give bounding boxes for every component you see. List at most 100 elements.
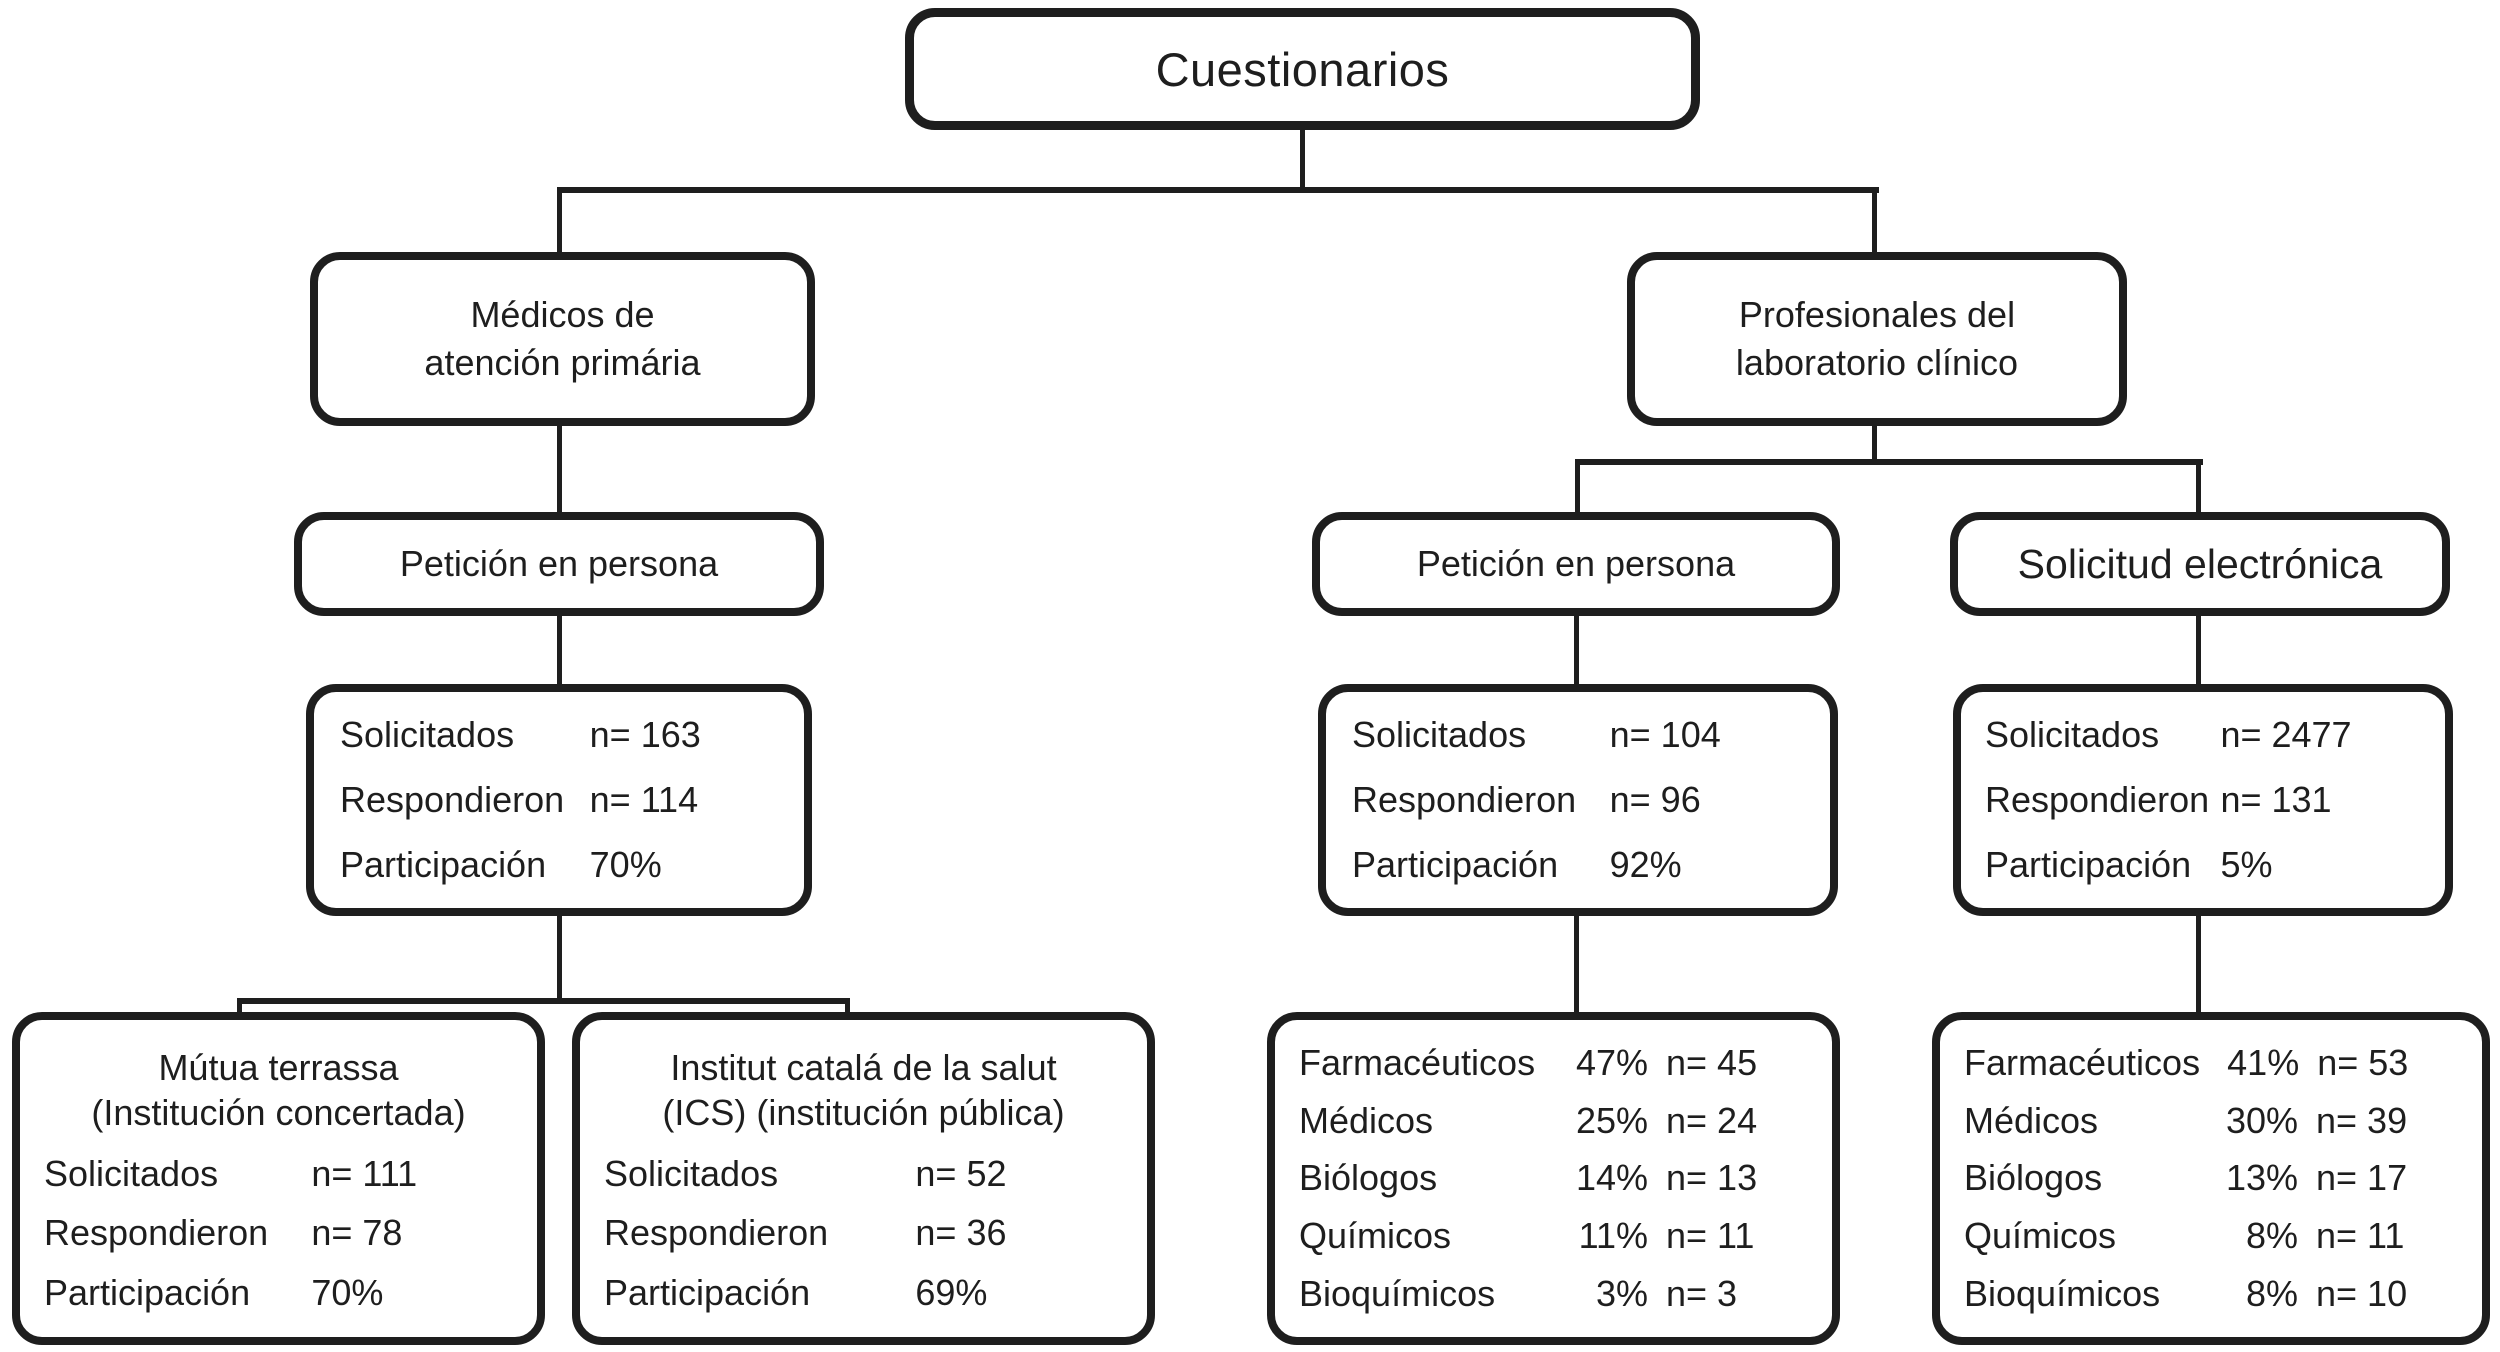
connector-solicitud-to-stats (2196, 614, 2201, 684)
node-solicitud-electronica: Solicitud electrónica (1950, 512, 2450, 616)
professions-solicitud-rows: Farmacéuticos 41% n= 53 Médicos 30% n= 3… (1940, 1020, 2482, 1337)
profession-pct: 8% (2245, 1215, 2298, 1257)
node-solicitud-label: Solicitud electrónica (2017, 540, 2383, 587)
profession-n: n= 45 (1666, 1041, 1758, 1083)
stat-row: Solicitados n= 104 (1352, 714, 1804, 756)
mutua-title-line1: Mútua terrassa (158, 1046, 399, 1088)
stat-row: Respondieron n= 78 (44, 1212, 513, 1254)
stat-row: Participación 92% (1352, 844, 1804, 886)
stat-row: Participación 69% (604, 1272, 1123, 1314)
stat-label: Participación (1985, 844, 2192, 886)
stat-label: Respondieron (1985, 778, 2210, 820)
profession-pct: 47% (1575, 1041, 1648, 1083)
profession-row: Químicos 8% n= 11 (1964, 1215, 2458, 1257)
stat-label: Respondieron (604, 1212, 829, 1254)
profession-pct: 8% (2245, 1273, 2298, 1315)
stat-label: Solicitados (1352, 713, 1527, 755)
stat-label: Solicitados (1985, 713, 2160, 755)
node-professions-solicitud: Farmacéuticos 41% n= 53 Médicos 30% n= 3… (1932, 1012, 2490, 1345)
profession-label: Bioquímicos (1299, 1273, 1496, 1315)
profession-pct: 41% (2227, 1041, 2300, 1083)
stats-medicos-rows: Solicitados n= 163 Respondieron n= 114 P… (314, 692, 804, 908)
institut-title-line2: (ICS) (institución pública) (662, 1091, 1065, 1133)
stat-row: Respondieron n= 131 (1985, 779, 2421, 821)
stat-label: Respondieron (44, 1212, 269, 1254)
profession-pct: 14% (1575, 1157, 1648, 1199)
node-professions-peticion: Farmacéuticos 47% n= 45 Médicos 25% n= 2… (1267, 1012, 1840, 1345)
connector-right-branch-drop (1872, 187, 1877, 252)
node-stats-solicitud: Solicitados n= 2477 Respondieron n= 131 … (1953, 684, 2453, 916)
stats-peticion-right-rows: Solicitados n= 104 Respondieron n= 96 Pa… (1326, 692, 1830, 908)
profession-label: Farmacéuticos (1964, 1041, 2201, 1083)
node-cuestionarios-label: Cuestionarios (1155, 42, 1450, 96)
stat-label: Solicitados (604, 1152, 779, 1194)
node-peticion-en-persona-right: Petición en persona (1312, 512, 1840, 616)
profession-pct: 3% (1595, 1273, 1648, 1315)
profession-n: n= 3 (1666, 1273, 1738, 1315)
stat-value: 5% (2220, 844, 2273, 886)
connector-right-split-horizontal (1575, 459, 2203, 465)
node-cuestionarios: Cuestionarios (905, 8, 1700, 130)
node-peticion-left-label: Petición en persona (399, 543, 719, 584)
stat-label: Respondieron (1352, 778, 1577, 820)
profession-row: Biólogos 14% n= 13 (1299, 1157, 1808, 1199)
profession-row: Farmacéuticos 41% n= 53 (1964, 1042, 2458, 1084)
stat-row: Participación 5% (1985, 844, 2421, 886)
node-medicos-title-line2: atención primária (424, 342, 701, 383)
institut-title: Institut catalá de la salut (ICS) (insti… (604, 1043, 1123, 1135)
profession-row: Farmacéuticos 47% n= 45 (1299, 1042, 1808, 1084)
stat-value: 92% (1609, 844, 1682, 886)
node-profesionales-title-line1: Profesionales del (1738, 294, 2016, 336)
stat-value: n= 96 (1609, 778, 1701, 820)
profession-n: n= 11 (1666, 1215, 1755, 1257)
stat-label: Participación (604, 1272, 811, 1314)
stat-value: 70% (311, 1272, 384, 1314)
connector-left-branch-drop (557, 187, 562, 252)
profession-label: Farmacéuticos (1299, 1041, 1536, 1083)
connector-profesionales-drop (1872, 426, 1877, 463)
node-stats-peticion-right: Solicitados n= 104 Respondieron n= 96 Pa… (1318, 684, 1838, 916)
mutua-title-line2: (Institución concertada) (91, 1091, 466, 1133)
stat-value: n= 163 (589, 713, 701, 755)
stat-row: Respondieron n= 36 (604, 1212, 1123, 1254)
node-mutua-terrassa: Mútua terrassa (Institución concertada) … (12, 1012, 545, 1345)
stat-label: Participación (1352, 844, 1559, 886)
profession-n: n= 13 (1666, 1157, 1758, 1199)
stat-row: Participación 70% (340, 844, 778, 886)
profession-pct: 25% (1575, 1099, 1648, 1141)
profession-n: n= 39 (2316, 1099, 2408, 1141)
profession-row: Médicos 25% n= 24 (1299, 1100, 1808, 1142)
professions-peticion-rows: Farmacéuticos 47% n= 45 Médicos 25% n= 2… (1275, 1020, 1832, 1337)
mutua-content: Mútua terrassa (Institución concertada) … (20, 1020, 537, 1337)
stat-value: n= 36 (915, 1212, 1007, 1254)
profession-pct: 13% (2225, 1157, 2298, 1199)
stat-value: n= 131 (2220, 778, 2332, 820)
stats-solicitud-rows: Solicitados n= 2477 Respondieron n= 131 … (1961, 692, 2445, 908)
stat-row: Participación 70% (44, 1272, 513, 1314)
stat-value: 70% (589, 844, 662, 886)
profession-row: Químicos 11% n= 11 (1299, 1215, 1808, 1257)
connector-stats-peticion-right-drop (1574, 916, 1579, 1014)
profession-label: Químicos (1964, 1215, 2117, 1257)
node-profesionales-title-line2: laboratorio clínico (1735, 342, 2019, 383)
stat-value: n= 78 (311, 1212, 403, 1254)
profession-label: Médicos (1299, 1099, 1434, 1141)
connector-stats-left-drop (557, 916, 562, 1002)
connector-root-vertical (1300, 130, 1305, 189)
stat-value: n= 52 (915, 1152, 1007, 1194)
node-peticion-right-label: Petición en persona (1416, 543, 1736, 584)
node-medicos-title-line1: Médicos de (470, 294, 655, 336)
profession-n: n= 10 (2316, 1273, 2408, 1315)
connector-left-split-horizontal (237, 998, 850, 1004)
node-medicos-atencion-primaria: Médicos de atención primária (310, 252, 815, 426)
stat-value: n= 2477 (2220, 713, 2352, 755)
connector-left-split-left-drop (237, 998, 242, 1014)
node-stats-medicos: Solicitados n= 163 Respondieron n= 114 P… (306, 684, 812, 916)
stat-row: Solicitados n= 52 (604, 1153, 1123, 1195)
institut-title-line1: Institut catalá de la salut (670, 1046, 1057, 1088)
profession-n: n= 24 (1666, 1099, 1758, 1141)
stat-value: n= 114 (589, 778, 699, 820)
connector-left-split-right-drop (845, 998, 850, 1014)
profession-pct: 30% (2225, 1099, 2298, 1141)
